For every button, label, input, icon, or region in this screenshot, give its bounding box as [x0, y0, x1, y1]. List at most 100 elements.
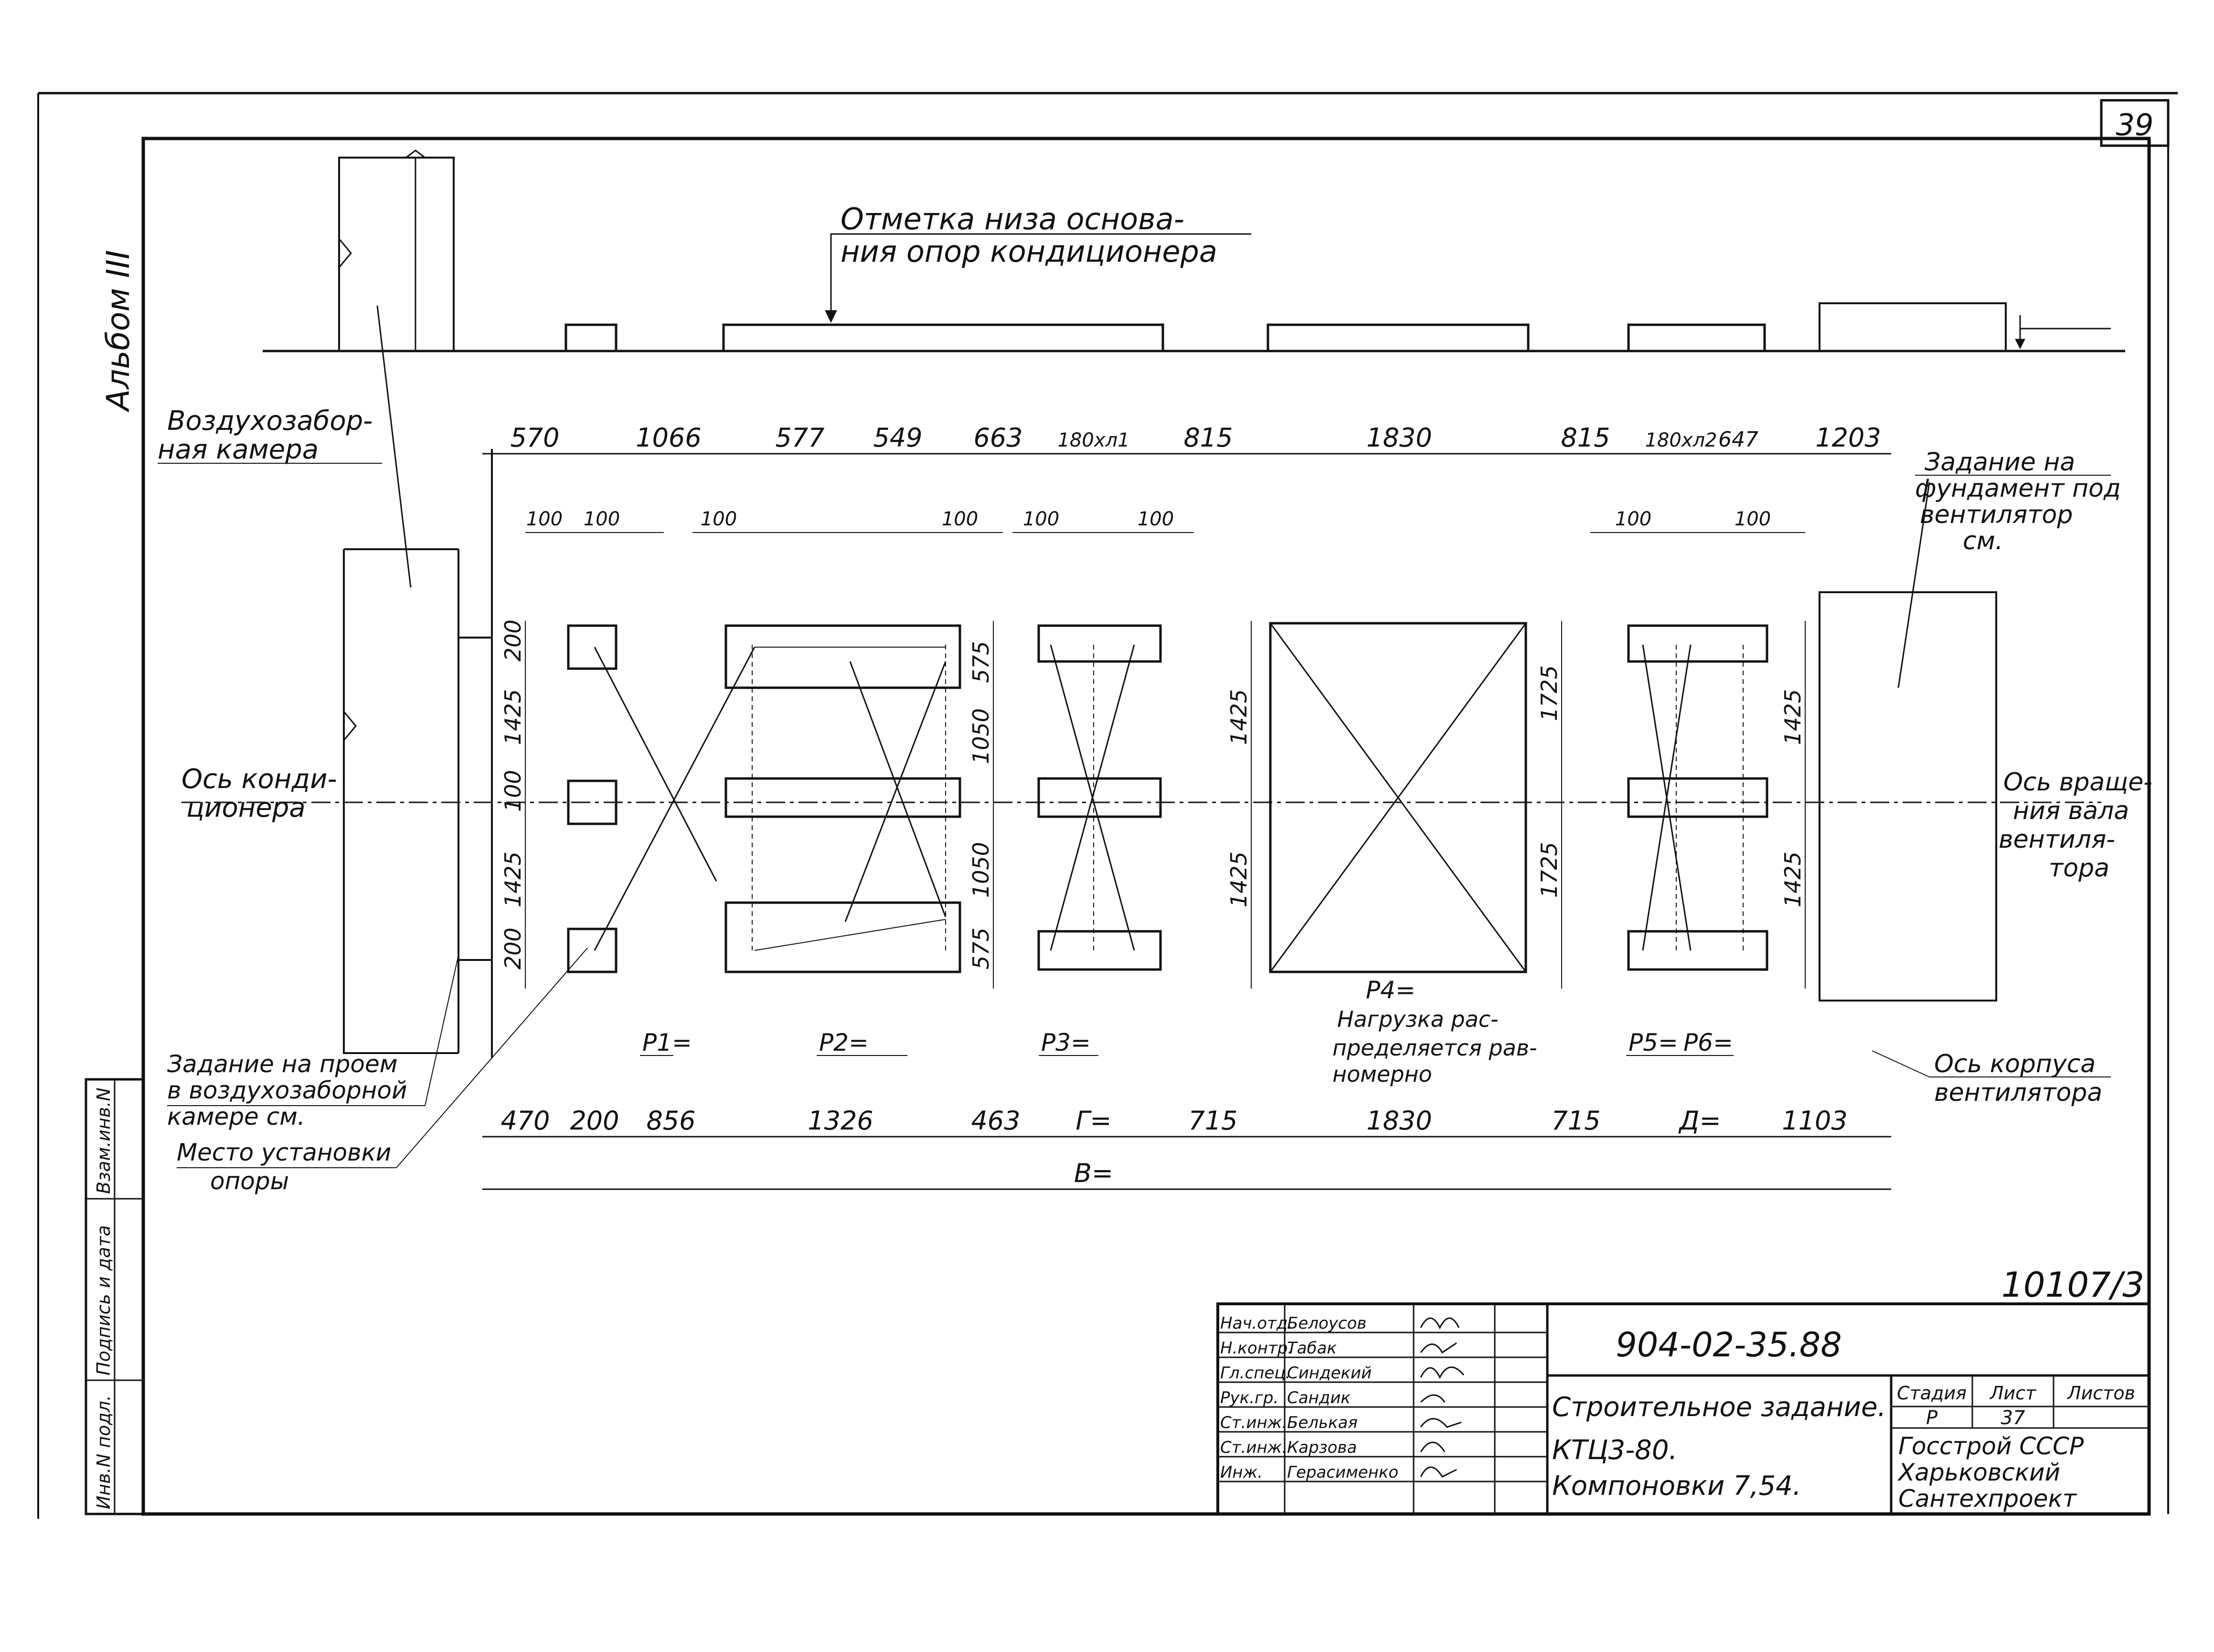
load-p6: P6=	[1683, 1029, 1733, 1056]
offset-dim-6: 100	[1138, 508, 1174, 530]
elevation-note-line-1: Отметка низа основа-	[841, 202, 1184, 236]
title-block: 904-02-35.88 Строительное задание. КТЦ3-…	[1216, 1302, 2150, 1515]
vdim-pad-1: 575	[968, 641, 994, 683]
org-line-3: Сантехпроект	[1898, 1485, 2077, 1513]
name-7: Герасименко	[1287, 1463, 1398, 1482]
sheet-border	[37, 92, 2178, 1519]
name-3: Синдекий	[1287, 1364, 1372, 1383]
offset-dim-1: 100	[526, 508, 563, 530]
conditioner-axis-label-1: Ось конди-	[181, 764, 337, 795]
vdim-center-1: 1725	[1536, 665, 1562, 721]
sheet-header: Лист	[1989, 1383, 2037, 1404]
page-number: 39	[2116, 107, 2154, 142]
fan-shaft-axis-label-4: тора	[2049, 854, 2109, 883]
org-line-1: Госстрой СССР	[1898, 1432, 2084, 1460]
stage-header: Стадия	[1897, 1383, 1967, 1404]
top-dim-10: 180хл2	[1645, 429, 1717, 451]
fan-casing-axis-label-1: Ось корпуса	[1934, 1050, 2096, 1078]
offset-dim-7: 100	[1615, 508, 1651, 530]
bottom-dim-1: 470	[500, 1106, 550, 1136]
intake-chamber-label-1: Воздухозабор-	[167, 405, 373, 437]
org-line-2: Харьковский	[1897, 1459, 2060, 1486]
bottom-dim-10: Д=	[1678, 1106, 1721, 1136]
sheets-header: Листов	[2066, 1383, 2135, 1404]
role-2: Н.контр.	[1220, 1339, 1293, 1358]
support-place-label-2: опоры	[210, 1167, 289, 1195]
conditioner-axis-label-2: ционера	[186, 792, 306, 823]
top-dim-1: 570	[510, 423, 559, 453]
vdim-left-4: 1425	[500, 852, 526, 907]
offset-dimension-values: 100 100 100 100 100 100 100 100	[526, 508, 1771, 530]
title-line-1: Строительное задание.	[1552, 1392, 1886, 1423]
role-5: Ст.инж.	[1220, 1413, 1287, 1432]
dimension-lines	[482, 453, 1891, 1190]
load-p1: P1=	[642, 1029, 692, 1056]
top-dim-12: 1203	[1815, 423, 1881, 453]
offset-dim-3: 100	[701, 508, 737, 530]
bottom-dimension-values: 470 200 856 1326 463 Г= 715 1830 715 Д= …	[500, 1106, 1847, 1188]
name-2: Табак	[1287, 1339, 1337, 1358]
support-group-p1	[567, 624, 756, 973]
intake-chamber-label-2: ная камера	[158, 434, 319, 465]
top-dim-11: 647	[1718, 427, 1758, 452]
inventory-label-1: Инв.N подл.	[93, 1395, 114, 1509]
load-p4-note-3: номерно	[1332, 1061, 1432, 1087]
top-dim-5: 663	[973, 423, 1022, 453]
role-6: Ст.инж.	[1220, 1438, 1287, 1457]
support-place-label-1: Место установки	[177, 1139, 391, 1166]
load-p4-note-1: Нагрузка рас-	[1337, 1006, 1499, 1032]
opening-task-label-2: в воздухозаборной	[167, 1076, 407, 1104]
title-line-2: КТЦ3-80.	[1552, 1435, 1677, 1466]
vdim-right-2: 1425	[1780, 852, 1806, 907]
support-zone-p4	[1269, 622, 1527, 973]
fan-foundation-label-3: вентилятор	[1920, 501, 2073, 529]
bottom-dim-7: 715	[1188, 1106, 1237, 1136]
bottom-dim-11: 1103	[1782, 1106, 1847, 1136]
fan-casing-axis-label-2: вентилятора	[1934, 1078, 2102, 1107]
load-p4: P4=	[1366, 976, 1416, 1004]
top-dim-2: 1066	[636, 423, 701, 453]
role-1: Нач.отд.	[1220, 1314, 1293, 1333]
bottom-dim-8: 1830	[1366, 1106, 1432, 1136]
top-dim-4: 549	[873, 423, 922, 453]
elevation-view: Отметка низа основа- ния опор кондиционе…	[263, 149, 2125, 352]
top-dim-3: 577	[775, 423, 824, 453]
top-dim-7: 815	[1183, 423, 1233, 453]
vdim-pad-3: 1050	[968, 842, 994, 898]
offset-dim-8: 100	[1735, 508, 1771, 530]
vdim-center-2: 1725	[1536, 842, 1562, 898]
fan-shaft-axis-label-1: Ось враще-	[2003, 768, 2152, 797]
name-4: Сандик	[1287, 1388, 1351, 1407]
vdim-mid-2: 1425	[1226, 852, 1252, 907]
opening-task-label-1: Задание на проем	[167, 1050, 397, 1078]
support-group-p3	[1037, 624, 1162, 971]
vdim-left-3: 100	[500, 770, 526, 812]
inventory-strip: Инв.N подл. Подпись и дата Взам.инв.N	[85, 1078, 145, 1515]
opening-task-label-3: камере см.	[167, 1103, 305, 1130]
name-1: Белоусов	[1287, 1314, 1366, 1333]
role-3: Гл.спец.	[1220, 1364, 1290, 1383]
fan-shaft-axis-label-2: ния вала	[2013, 797, 2129, 825]
offset-dim-2: 100	[584, 508, 620, 530]
top-dim-9: 815	[1561, 423, 1610, 453]
stage-value: Р	[1926, 1407, 1938, 1429]
signatures	[1420, 1317, 1465, 1478]
title-line-3: Компоновки 7,54.	[1552, 1471, 1801, 1502]
fan-foundation-label-4: см.	[1963, 527, 2003, 555]
bottom-dim-9: 715	[1551, 1106, 1600, 1136]
bottom-dim-5: 463	[971, 1106, 1020, 1136]
load-p2: P2=	[819, 1029, 869, 1056]
vdim-right-1: 1425	[1780, 689, 1806, 745]
vdim-pad-2: 1050	[968, 708, 994, 764]
sheet-value: 37	[2001, 1407, 2025, 1429]
top-dimension-values: 570 1066 577 549 663 180хл1 815 1830 815…	[510, 423, 1881, 453]
inventory-label-2: Подпись и дата	[93, 1225, 114, 1375]
left-callouts: Воздухозабор- ная камера Ось конди- цион…	[158, 405, 588, 1195]
offset-dim-4: 100	[942, 508, 978, 530]
vdim-left-5: 200	[500, 927, 526, 970]
right-callouts: Задание на фундамент под вентилятор см. …	[1872, 448, 2152, 1107]
name-5: Белькая	[1287, 1413, 1358, 1432]
bottom-dim-3: 856	[646, 1106, 695, 1136]
